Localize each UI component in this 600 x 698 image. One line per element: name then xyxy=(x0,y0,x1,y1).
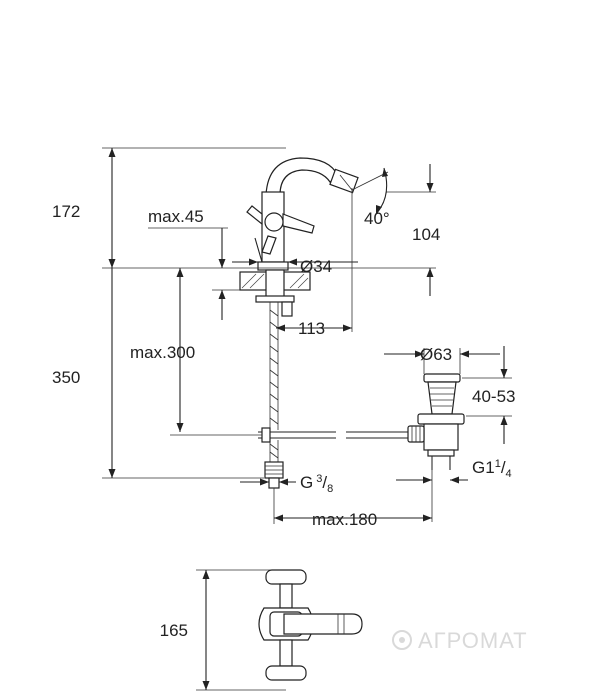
dim-height-upper: 172 xyxy=(52,202,80,221)
dimension-lines xyxy=(102,147,512,524)
dim-angle: 40° xyxy=(364,209,390,228)
faucet-side-view xyxy=(239,157,410,489)
thread-waste-num: 1 xyxy=(495,458,501,470)
dim-top-view-width: 165 xyxy=(160,621,188,640)
dim-diameter-base: Ø34 xyxy=(300,257,332,276)
thread-supply-den: 8 xyxy=(327,483,333,495)
thread-waste-main: G1 xyxy=(472,458,495,477)
thread-supply-main: G xyxy=(300,473,313,492)
faucet-top-view xyxy=(196,569,363,691)
dim-thread-waste: G11/4 xyxy=(472,458,512,480)
thread-waste-den: 4 xyxy=(506,468,512,480)
dim-height-total: 350 xyxy=(52,368,80,387)
dim-range-waste: 40-53 xyxy=(472,387,515,406)
thread-waste-slash: / xyxy=(501,458,506,477)
dim-spout-height: 104 xyxy=(412,225,440,244)
dim-reach: 113 xyxy=(298,319,325,338)
watermark: АГРОМАТ xyxy=(392,628,528,653)
waste-assembly xyxy=(407,373,465,470)
dim-max-180: max.180 xyxy=(312,510,377,529)
dim-diameter-waste: Ø63 xyxy=(420,345,452,364)
thread-supply-num: 3 xyxy=(316,473,322,485)
watermark-text: АГРОМАТ xyxy=(418,628,528,653)
dim-max-300: max.300 xyxy=(130,343,195,362)
thread-supply-slash: / xyxy=(322,473,327,492)
dim-max-45: max.45 xyxy=(148,207,204,226)
watermark-logo-icon xyxy=(392,630,412,650)
watermark-logo-dot-icon xyxy=(399,637,405,643)
